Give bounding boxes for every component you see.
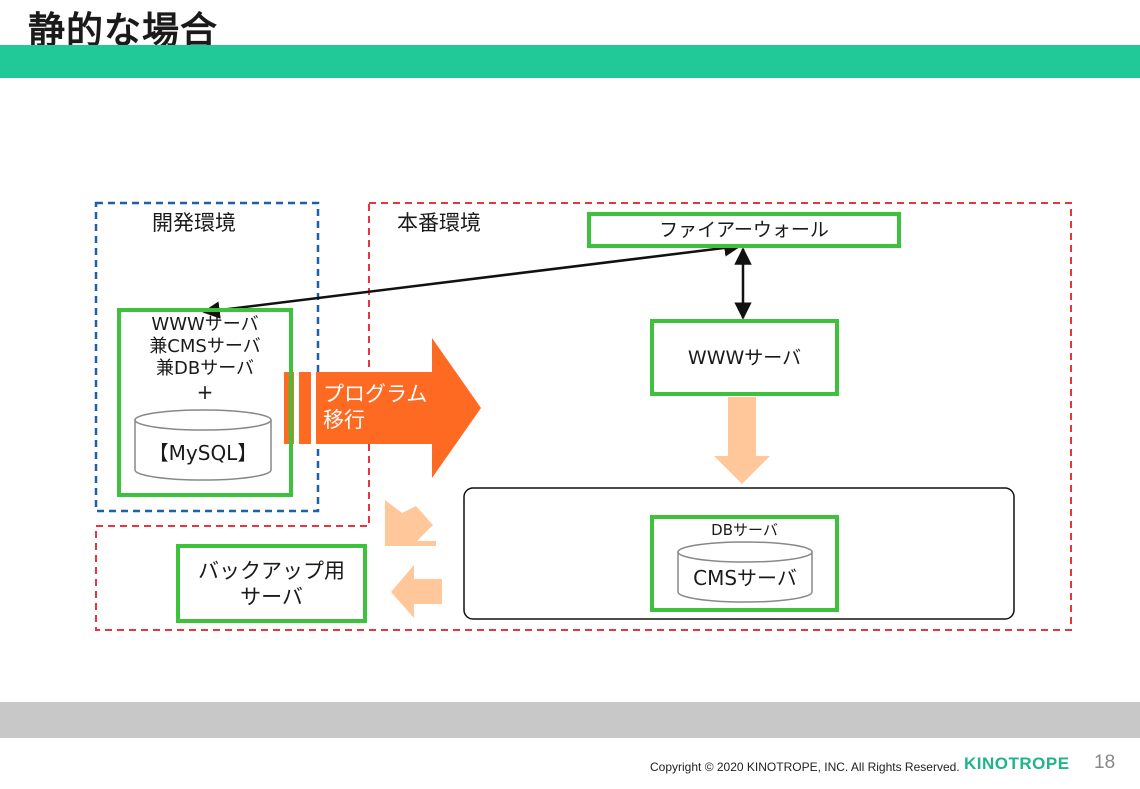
- cms-db-label: CMSサーバ: [693, 566, 797, 590]
- copyright-text: Copyright © 2020 KINOTROPE, INC. All Rig…: [650, 760, 960, 774]
- dev-server-line1: WWWサーバ: [151, 314, 259, 335]
- page-number: 18: [1094, 752, 1116, 773]
- dev-env-label: 開発環境: [152, 211, 236, 235]
- migration-label-line1: プログラム: [323, 382, 428, 406]
- migration-label-line2: 移行: [323, 408, 365, 432]
- mysql-cylinder: [134, 409, 272, 481]
- firewall-to-dev-line: [202, 239, 742, 319]
- db-server-label: DBサーバ: [711, 521, 778, 539]
- footer-bar: [0, 702, 1140, 738]
- dev-server-labels: WWWサーバ 兼CMSサーバ 兼DBサーバ +: [117, 314, 293, 404]
- dev-server-plus: +: [196, 380, 214, 404]
- dev-server-box: [117, 308, 293, 497]
- dev-server-line3: 兼DBサーバ: [155, 358, 255, 379]
- kinotrope-logo: KINOTROPE: [964, 754, 1070, 773]
- firewall-box: ファイアーウォール: [587, 212, 901, 248]
- migration-label: プログラム 移行: [323, 381, 427, 433]
- left-backup-arrow: [391, 565, 442, 618]
- www-server-box: WWWサーバ: [650, 319, 839, 396]
- prod-env-boundary: [95, 202, 1072, 631]
- www-server-label: WWWサーバ: [687, 346, 802, 369]
- page-title: 静的な場合: [28, 9, 218, 52]
- backup-server-line2: サーバ: [240, 584, 303, 609]
- www-to-db-arrow: [714, 397, 770, 484]
- backup-server-box: バックアップ用 サーバ: [176, 544, 367, 623]
- dev-env-boundary: [94, 201, 320, 513]
- diagonal-backup-arrow: [385, 500, 436, 546]
- firewall-label: ファイアーウォール: [659, 219, 829, 241]
- mysql-label: 【MySQL】: [148, 441, 258, 465]
- db-server-box: [650, 515, 839, 612]
- dev-server-line2: 兼CMSサーバ: [149, 336, 261, 357]
- title-accent-bar: [0, 45, 1140, 78]
- cms-cylinder: [677, 541, 813, 603]
- backup-server-line1: バックアップ用: [198, 558, 345, 583]
- prod-env-label: 本番環境: [397, 211, 481, 235]
